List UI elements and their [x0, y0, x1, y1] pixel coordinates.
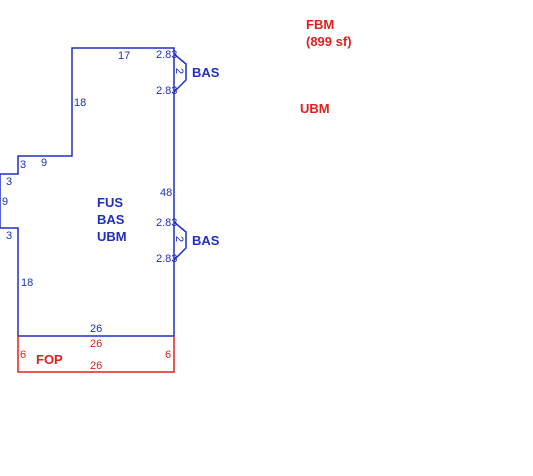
bay-window-bottom — [173, 221, 187, 261]
dim-porch-right: 6 — [165, 349, 171, 361]
dim-step-small-upper: 3 — [20, 159, 26, 171]
label-main-bas: BAS — [97, 212, 125, 227]
label-main-ubm: UBM — [97, 229, 127, 244]
label-main-fus: FUS — [97, 195, 123, 210]
dim-bay-bottom-side: 2 — [173, 236, 185, 242]
dim-bay-top-upper: 2.83 — [156, 49, 177, 61]
dim-bay-bottom-lower: 2.83 — [156, 253, 177, 265]
dim-porch-top: 26 — [90, 338, 102, 350]
dim-porch-bottom: 26 — [90, 360, 102, 372]
dim-left-lower: 18 — [21, 277, 33, 289]
dim-bay-top-lower: 2.83 — [156, 85, 177, 97]
dim-bottom: 26 — [90, 323, 102, 335]
dim-right-side: 48 — [160, 187, 172, 199]
dim-bay-top-side: 2 — [173, 68, 185, 74]
dim-porch-left: 6 — [20, 349, 26, 361]
dim-far-left-3a: 3 — [6, 176, 12, 188]
dim-far-left-9: 9 — [2, 196, 8, 208]
label-bas-bottom: BAS — [192, 233, 220, 248]
label-fop: FOP — [36, 352, 63, 367]
label-bas-top: BAS — [192, 65, 220, 80]
main-building-outline — [0, 47, 175, 337]
dim-bay-bottom-upper: 2.83 — [156, 217, 177, 229]
bay-window-top — [173, 53, 187, 93]
dim-step-top: 9 — [41, 157, 47, 169]
porch-outline — [17, 336, 175, 373]
dim-top: 17 — [118, 50, 130, 62]
label-fbm-area: (899 sf) — [306, 34, 352, 49]
label-ubm: UBM — [300, 101, 330, 116]
dim-left-upper: 18 — [74, 97, 86, 109]
dim-far-left-3b: 3 — [6, 230, 12, 242]
label-fbm: FBM — [306, 17, 334, 32]
